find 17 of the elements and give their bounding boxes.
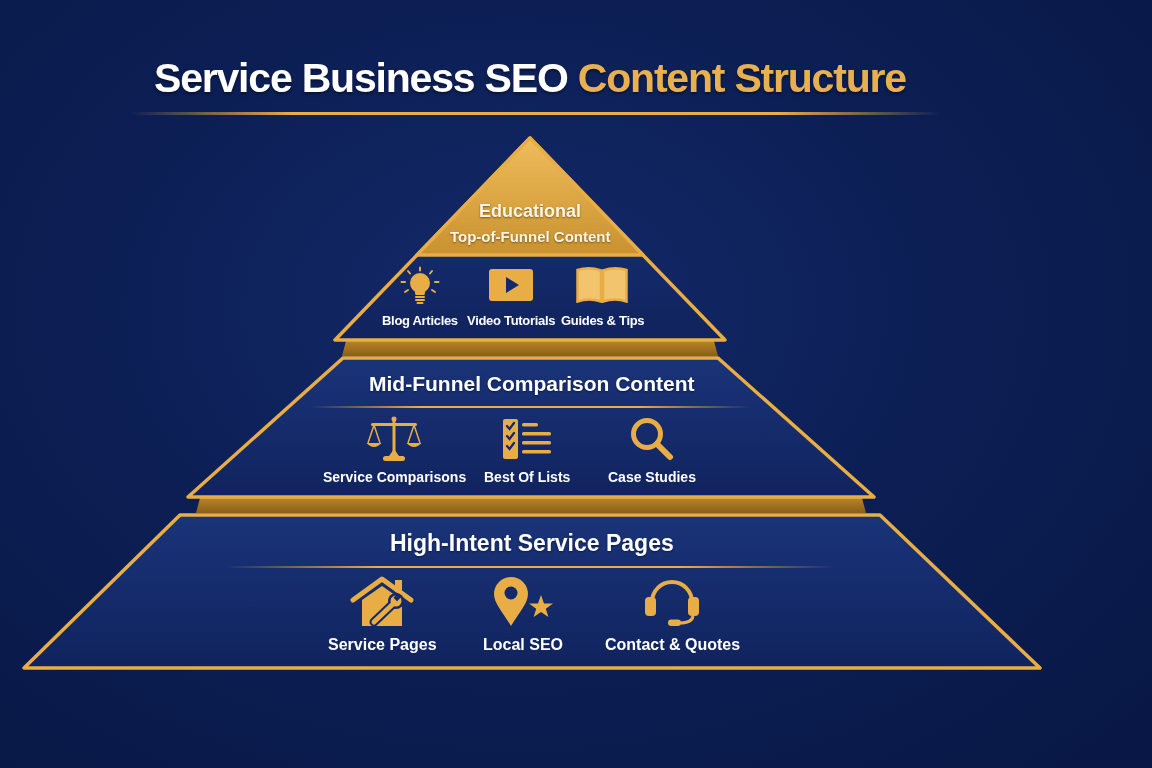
pyramid-apex-tier xyxy=(333,135,727,342)
tier-heading: Educational xyxy=(479,201,581,222)
tier-heading: High-Intent Service Pages xyxy=(390,530,674,557)
content-type-label: Video Tutorials xyxy=(467,314,556,329)
content-type-label: Guides & Tips xyxy=(561,314,645,329)
diagram-title: Service Business SEO Content Structure xyxy=(154,54,906,102)
content-type-label: Case Studies xyxy=(608,469,696,486)
tier-heading: Mid-Funnel Comparison Content xyxy=(369,372,695,397)
content-type-label: Blog Articles xyxy=(382,314,458,329)
content-type-label: Best Of Lists xyxy=(484,469,571,486)
content-type-label: Contact & Quotes xyxy=(605,636,741,655)
content-type-label: Service Pages xyxy=(328,636,437,655)
tier-heading: Top-of-Funnel Content xyxy=(450,228,611,246)
content-type-label: Service Comparisons xyxy=(323,469,467,486)
pyramid-tier xyxy=(186,356,876,499)
content-type-label: Local SEO xyxy=(483,636,564,655)
pyramid-tier xyxy=(22,513,1042,670)
